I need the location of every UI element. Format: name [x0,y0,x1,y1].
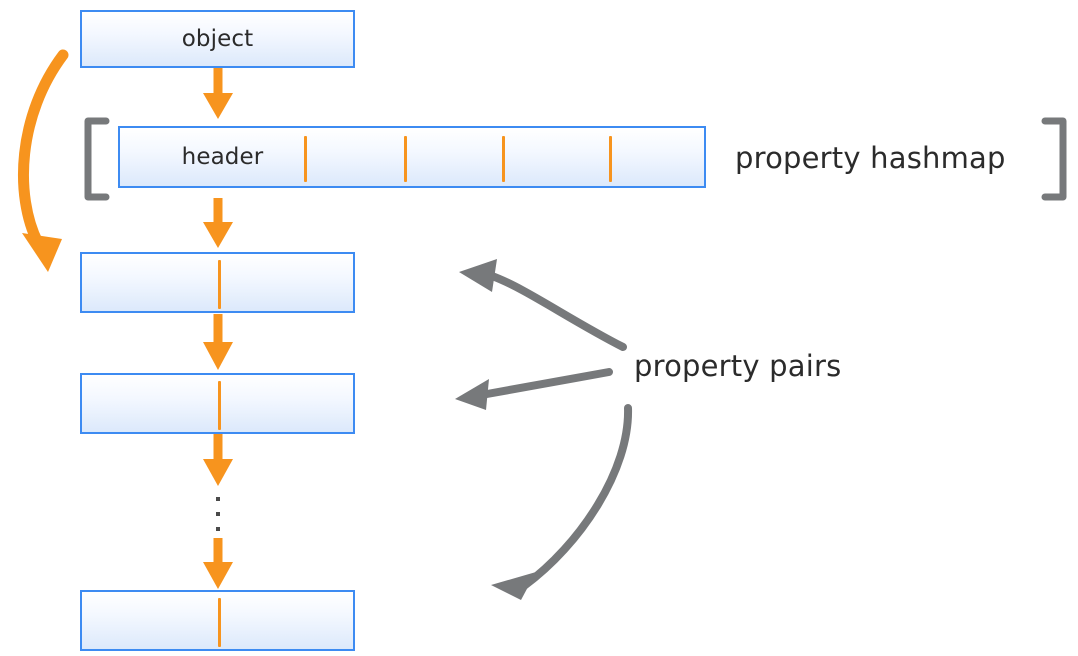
bracket-right-icon [1041,117,1067,201]
property-hashmap-label: property hashmap [735,141,1006,175]
property-pair-divider-2 [218,381,221,430]
hashmap-slot-divider-3 [502,136,505,182]
bracket-left-icon [84,117,110,201]
vertical-ellipsis-dot-2 [216,512,220,516]
orange-arrow-ellipsis-to-last-pair [203,538,233,589]
object-box-label: object [181,26,254,52]
hashmap-header-box[interactable]: header [118,126,706,188]
hashmap-slot-divider-2 [404,136,407,182]
gray-arrow-to-pair2 [455,368,613,410]
gray-arrow-to-last-pair [491,404,633,600]
header-cell-label: header [181,144,264,170]
property-pairs-label: property pairs [634,349,842,383]
hashmap-slot-divider-1 [304,136,307,182]
hashmap-slot-divider-4 [609,136,612,182]
property-pair-box-last[interactable] [80,590,355,651]
gray-arrow-to-pair1 [459,259,627,351]
vertical-ellipsis-dot-1 [216,497,220,501]
orange-arrow-object-to-header [203,68,233,119]
property-pair-box-2[interactable] [80,373,355,434]
property-pair-divider-1 [218,260,221,309]
orange-arrow-pair2-to-ellipsis [203,434,233,486]
orange-curved-arrow-object-to-pairs [17,49,69,272]
property-pair-box-1[interactable] [80,252,355,313]
vertical-ellipsis-dot-3 [216,527,220,531]
property-pair-divider-last [218,598,221,647]
orange-arrow-header-to-pair1 [203,198,233,248]
orange-arrow-pair1-to-pair2 [203,314,233,370]
object-box[interactable]: object [80,10,355,68]
